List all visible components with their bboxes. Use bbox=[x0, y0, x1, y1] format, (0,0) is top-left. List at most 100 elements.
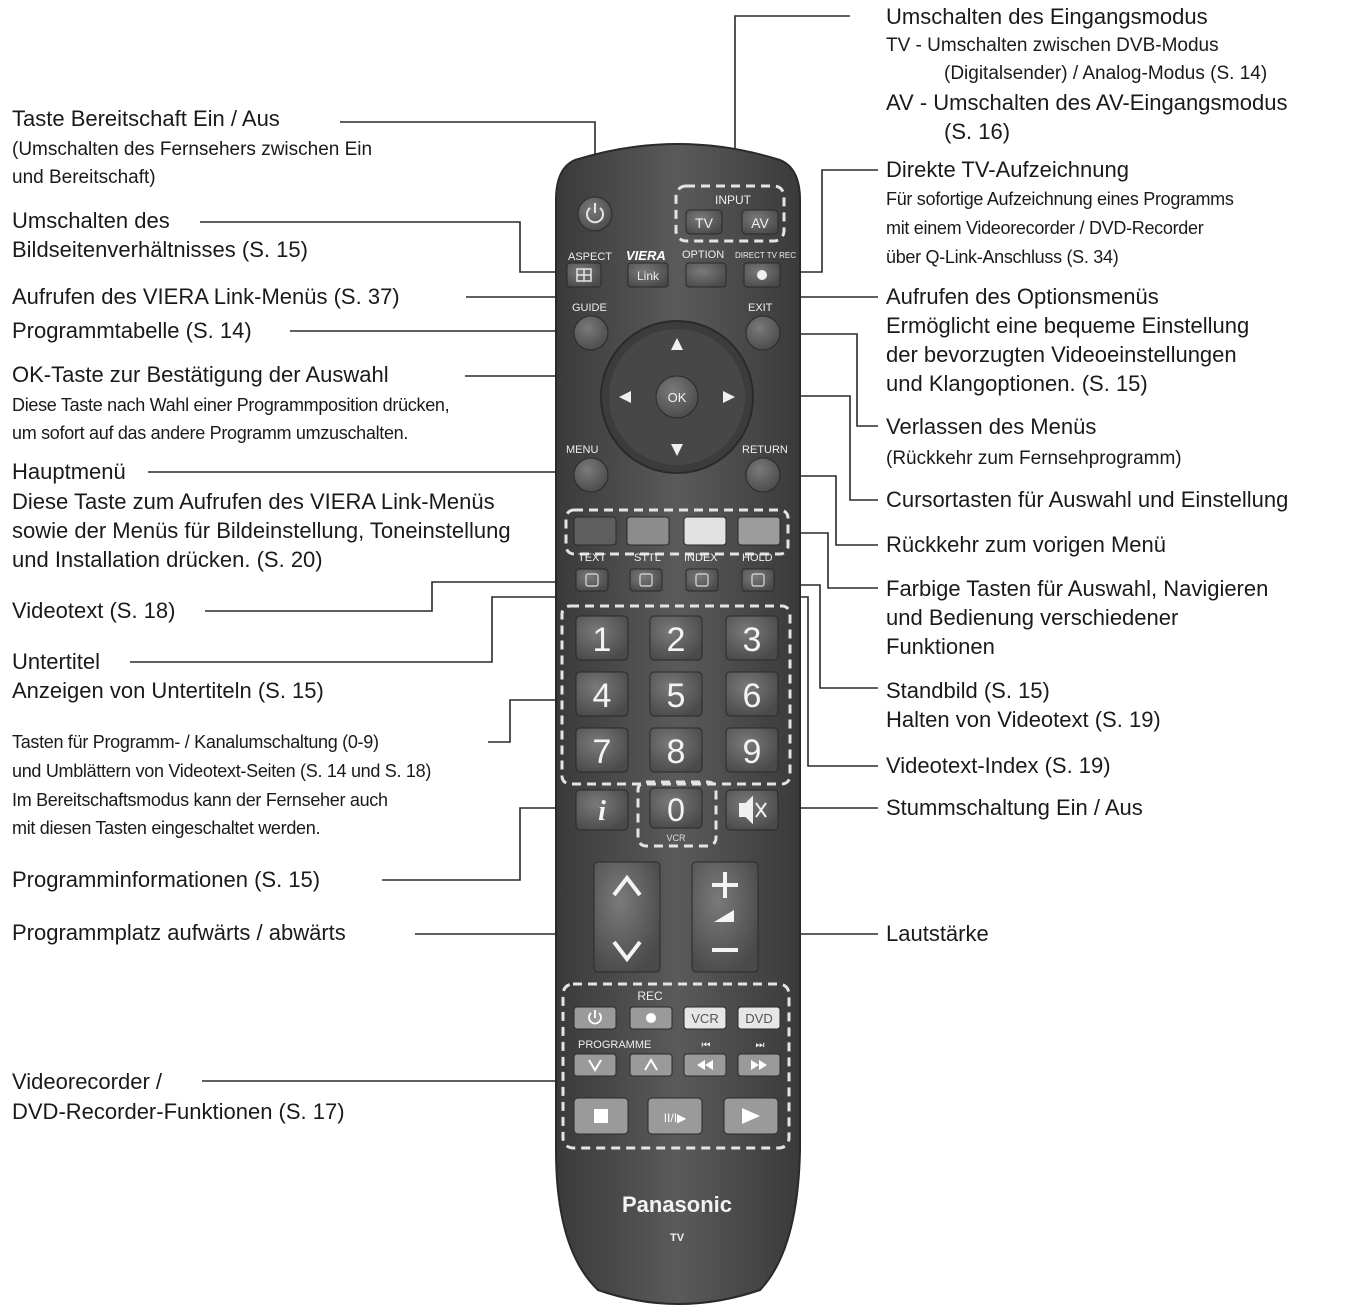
color-desc-1: Farbige Tasten für Auswahl, Navigieren bbox=[886, 576, 1269, 601]
teletext-button[interactable] bbox=[575, 568, 609, 592]
digit-5-button[interactable] bbox=[649, 671, 703, 717]
color-desc-2: und Bedienung verschiedener bbox=[886, 605, 1179, 630]
brand-sub: TV bbox=[670, 1232, 685, 1244]
input-group-outline bbox=[674, 184, 786, 243]
digit-2-button[interactable] bbox=[649, 615, 703, 661]
av-input-label: AV bbox=[751, 215, 769, 231]
digits-outline bbox=[560, 604, 792, 786]
digits-desc-3: Im Bereitschaftsmodus kann der Fernseher… bbox=[12, 790, 388, 810]
index-label: INDEX bbox=[684, 552, 718, 564]
hold-icon bbox=[751, 573, 765, 587]
directrec-desc-2: mit einem Videorecorder / DVD-Recorder bbox=[886, 218, 1204, 238]
guide-desc: Programmtabelle (S. 14) bbox=[12, 318, 252, 343]
record-dot-icon bbox=[757, 270, 767, 280]
digit-5-label: 5 bbox=[667, 677, 686, 715]
cursor-up-button[interactable] bbox=[671, 338, 683, 350]
menu-title: Hauptmenü bbox=[12, 459, 126, 484]
digit-1-button[interactable] bbox=[575, 615, 629, 661]
brand-logo: Panasonic bbox=[622, 1192, 732, 1217]
cursor-down-button[interactable] bbox=[671, 444, 683, 456]
cursor-desc: Cursortasten für Auswahl und Einstellung bbox=[886, 487, 1289, 512]
tv-input-button[interactable] bbox=[685, 209, 723, 235]
option-desc-1: Ermöglicht eine bequeme Einstellung bbox=[886, 313, 1250, 338]
leader-hold bbox=[785, 584, 878, 689]
hold-button[interactable] bbox=[741, 568, 775, 592]
skip-back-icon: ⏮ bbox=[702, 1040, 711, 1051]
ok-desc-1: Diese Taste nach Wahl einer Programmposi… bbox=[12, 395, 450, 415]
guide-button[interactable] bbox=[573, 315, 609, 351]
aspect-title-1: Umschalten des bbox=[12, 208, 170, 233]
aspect-label: ASPECT bbox=[568, 251, 612, 263]
standby-button[interactable] bbox=[577, 196, 613, 232]
directrec-desc-3: über Q-Link-Anschluss (S. 34) bbox=[886, 247, 1119, 267]
digit-8-label: 8 bbox=[667, 733, 686, 771]
menu-button[interactable] bbox=[573, 457, 609, 493]
leader-exit bbox=[785, 333, 878, 427]
digit-4-button[interactable] bbox=[575, 671, 629, 717]
av-input-button[interactable] bbox=[741, 209, 779, 235]
digit-3-button[interactable] bbox=[725, 615, 779, 661]
directrec-title: Direkte TV-Aufzeichnung bbox=[886, 157, 1129, 182]
directrec-desc-1: Für sofortige Aufzeichnung eines Program… bbox=[886, 189, 1234, 209]
digit-1-label: 1 bbox=[593, 621, 612, 659]
link-menu-label: Aufrufen des VIERA Link-Menüs (S. 37) bbox=[12, 284, 400, 309]
return-button[interactable] bbox=[745, 457, 781, 493]
info-button[interactable] bbox=[575, 789, 629, 831]
option-button[interactable] bbox=[685, 262, 727, 288]
digit-2-label: 2 bbox=[667, 621, 686, 659]
hold-label: HOLD bbox=[742, 552, 773, 564]
input-title: Umschalten des Eingangsmodus bbox=[886, 4, 1208, 29]
yellow-key[interactable] bbox=[683, 516, 727, 546]
cursor-left-button[interactable] bbox=[619, 391, 631, 403]
cursor-right-button[interactable] bbox=[723, 391, 735, 403]
ok-button[interactable] bbox=[655, 375, 699, 419]
direct-rec-label: DIRECT TV REC bbox=[735, 251, 796, 260]
programme-down-button[interactable] bbox=[612, 940, 642, 963]
input-av-2: (S. 16) bbox=[944, 119, 1011, 144]
pause-button[interactable] bbox=[647, 1097, 703, 1135]
zero-outline bbox=[636, 780, 718, 848]
red-key[interactable] bbox=[573, 516, 617, 546]
digit-6-button[interactable] bbox=[725, 671, 779, 717]
standby-title: Taste Bereitschaft Ein / Aus bbox=[12, 106, 280, 131]
digits-desc-4: mit diesen Tasten eingeschaltet werden. bbox=[12, 818, 321, 838]
aspect-grid-icon bbox=[576, 268, 592, 282]
volume-up-button[interactable] bbox=[712, 872, 738, 898]
guide-label: GUIDE bbox=[572, 302, 607, 314]
vcr-button[interactable] bbox=[683, 1006, 727, 1030]
recorder-prog-up-button[interactable] bbox=[629, 1053, 673, 1077]
recorder-prog-down-button[interactable] bbox=[573, 1053, 617, 1077]
viera-link-button[interactable] bbox=[627, 262, 669, 288]
return-label: RETURN bbox=[742, 444, 788, 456]
volume-ramp-icon bbox=[714, 910, 734, 922]
ok-title: OK-Taste zur Bestätigung der Auswahl bbox=[12, 362, 389, 387]
digit-0-button[interactable] bbox=[649, 787, 703, 829]
menu-desc-3: und Installation drücken. (S. 20) bbox=[12, 547, 323, 572]
color-desc-3: Funktionen bbox=[886, 634, 995, 659]
digit-3-label: 3 bbox=[743, 621, 762, 659]
teletext-icon bbox=[585, 573, 599, 587]
programme-label: PROGRAMME bbox=[578, 1039, 651, 1051]
speaker-mute-icon bbox=[739, 795, 767, 825]
programme-up-button[interactable] bbox=[612, 874, 642, 897]
blue-key[interactable] bbox=[737, 516, 781, 546]
digit-8-button[interactable] bbox=[649, 727, 703, 773]
exit-title: Verlassen des Menüs bbox=[886, 414, 1097, 439]
dvd-label: DVD bbox=[745, 1011, 772, 1026]
subtitle-button[interactable] bbox=[629, 568, 663, 592]
dvd-button[interactable] bbox=[737, 1006, 781, 1030]
info-label: i bbox=[598, 796, 606, 827]
exit-button[interactable] bbox=[745, 315, 781, 351]
digit-4-label: 4 bbox=[593, 677, 612, 715]
recorder-outline bbox=[561, 982, 791, 1150]
menu-desc-1: Diese Taste zum Aufrufen des VIERA Link-… bbox=[12, 489, 495, 514]
green-key[interactable] bbox=[626, 516, 670, 546]
digit-9-button[interactable] bbox=[725, 727, 779, 773]
leader-aspect bbox=[200, 221, 565, 273]
return-desc: Rückkehr zum vorigen Menü bbox=[886, 532, 1167, 557]
chevron-down-icon bbox=[588, 1059, 602, 1072]
index-button[interactable] bbox=[685, 568, 719, 592]
digit-7-button[interactable] bbox=[575, 727, 629, 773]
text-label: TEXT bbox=[578, 552, 606, 564]
